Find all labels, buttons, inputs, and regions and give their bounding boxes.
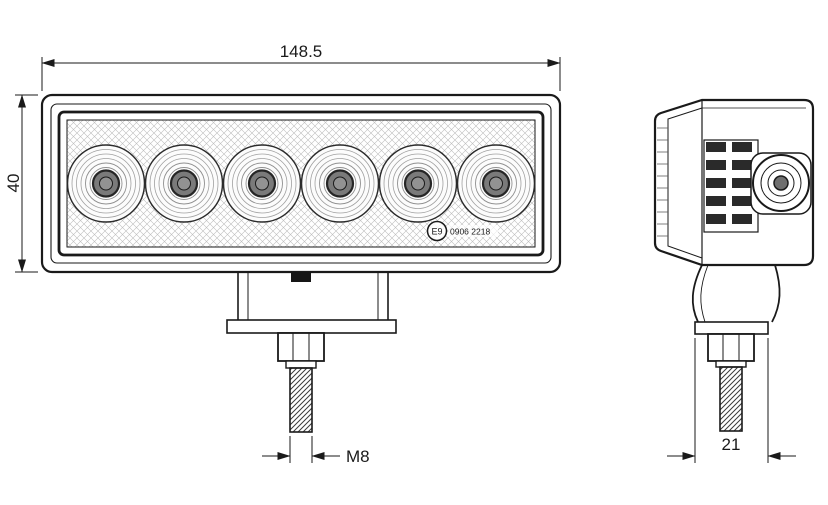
dim-side-label: 21	[722, 435, 741, 454]
bracket-curve	[691, 264, 703, 323]
led-reflector	[378, 143, 458, 224]
side-bracket	[691, 264, 781, 335]
cert-mark-label: E9	[431, 227, 442, 237]
side-hex-nut	[707, 333, 755, 362]
nut-body	[277, 332, 325, 362]
side-view: 21	[653, 98, 815, 463]
cert-number-label: 0906 2218	[450, 227, 490, 237]
dim-height-label: 40	[4, 174, 23, 193]
side-lens-assembly	[750, 152, 812, 215]
bracket-tab	[291, 272, 311, 282]
led-reflector	[300, 143, 380, 224]
side-reflector-ring	[767, 169, 795, 197]
mounting-bracket	[226, 272, 397, 334]
dim-thread-label: M8	[346, 447, 370, 466]
side-washer	[715, 360, 747, 368]
heatsink-fins	[703, 139, 759, 233]
housing-bezel-outer	[50, 103, 552, 264]
led-reflector	[222, 143, 302, 224]
front-view: 148.5 40 E9 0906 2218	[4, 42, 562, 466]
dimension-width: 148.5	[41, 42, 561, 91]
side-bracket-base	[694, 321, 769, 335]
lens-inner-line	[667, 107, 703, 259]
washer	[285, 360, 317, 369]
housing-bezel-inner	[57, 110, 545, 257]
dimension-side: 21	[667, 338, 796, 463]
dimension-height: 40	[4, 94, 38, 273]
hex-nut	[277, 332, 325, 362]
dimension-thread: M8	[262, 436, 370, 466]
lens-ribs	[657, 127, 668, 237]
cert-number-backing	[448, 225, 498, 237]
threaded-stud	[289, 367, 313, 433]
side-led-center	[773, 175, 789, 191]
bracket-base	[226, 319, 397, 334]
bracket-curve-inner	[700, 264, 709, 323]
nut-body	[707, 333, 755, 362]
dim-width-label: 148.5	[280, 42, 323, 61]
side-reflector-ring	[760, 162, 802, 204]
led-reflector	[456, 143, 536, 224]
bracket-curve	[771, 264, 781, 323]
e-mark-circle	[426, 220, 448, 242]
led-reflector	[144, 143, 224, 224]
side-threaded-stud	[719, 366, 743, 432]
certification-mark: E9 0906 2218	[426, 220, 498, 242]
led-reflector	[66, 143, 146, 224]
